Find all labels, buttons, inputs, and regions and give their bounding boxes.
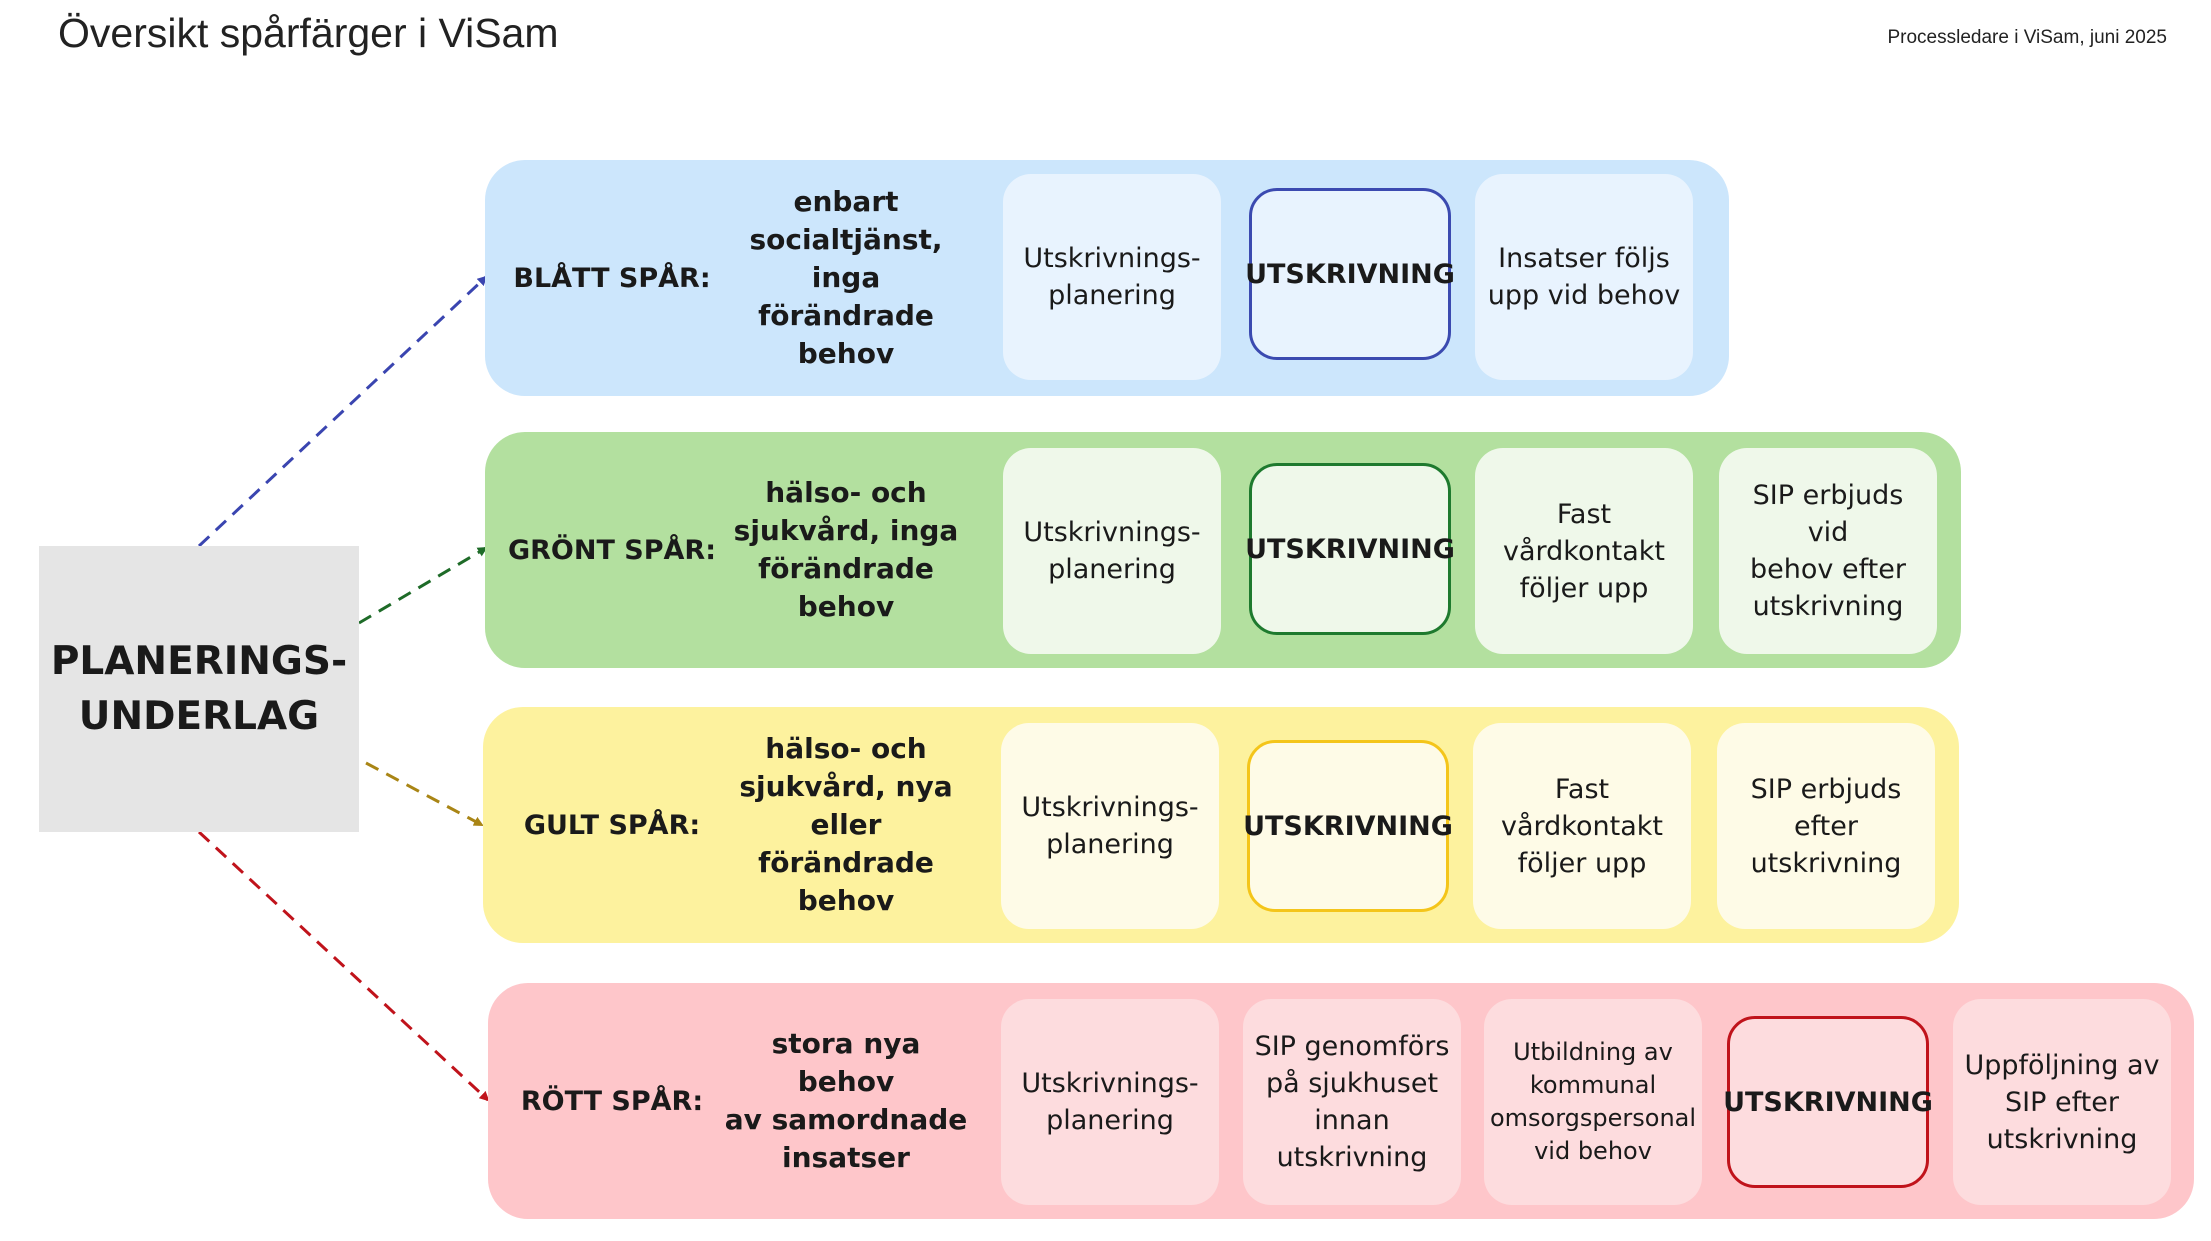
process-step-card: Insatser följs upp vid behov [1475, 174, 1693, 380]
track-yellow-label: GULT SPÅR: [523, 809, 701, 841]
step-text-line: Utskrivnings- [1021, 792, 1199, 823]
process-step-card: Uppföljning av SIP efter utskrivning [1953, 999, 2171, 1205]
step-text-line: SIP efter [2005, 1086, 2119, 1118]
description-line: stora nya behov [771, 1027, 921, 1098]
process-step-card: Utskrivnings-planering [1003, 448, 1221, 654]
discharge-step-card: UTSKRIVNING [1245, 188, 1455, 360]
step-text-line: efter [1794, 810, 1858, 842]
step-text-line: Utskrivnings- [1023, 517, 1201, 548]
discharge-step-card: UTSKRIVNING [1723, 1016, 1933, 1188]
step-text-line: UTSKRIVNING [1723, 1086, 1933, 1118]
process-step-card: SIP genomförs på sjukhuset innan utskrivnin… [1243, 999, 1461, 1205]
step-text-line: Utskrivnings- [1021, 1068, 1199, 1099]
step-text-line: utskrivning [1276, 1142, 1428, 1173]
step-text-line: upp vid behov [1487, 280, 1681, 311]
step-text-line: Utskrivnings- [1023, 243, 1201, 274]
step-text-line: UTSKRIVNING [1245, 258, 1455, 290]
description-line: behov [797, 337, 895, 370]
step-text-line: UTSKRIVNING [1245, 533, 1455, 565]
track-yellow-description: hälso- och sjukvård, nya eller förändrade be… [721, 707, 971, 943]
step-text-line: planering [1046, 829, 1174, 860]
planning-basis-box: PLANERINGS- UNDERLAG [39, 546, 359, 832]
step-text-line: innan [1314, 1105, 1390, 1136]
step-text-line: Fast [1554, 773, 1610, 805]
planning-basis-line-2: UNDERLAG [78, 694, 320, 739]
track-red-description: stora nya behov av samordnade insatser [721, 983, 971, 1219]
discharge-step-card: UTSKRIVNING [1243, 740, 1453, 912]
step-text-line: planering [1048, 554, 1176, 585]
step-text-line: SIP genomförs [1254, 1031, 1450, 1062]
description-line: förändrade [758, 846, 934, 879]
step-text-line: planering [1046, 1105, 1174, 1136]
step-text-line: vårdkontakt [1501, 810, 1663, 842]
step-text-line: Uppföljning av [1964, 1049, 2160, 1081]
description-line: hälso- och [765, 476, 927, 509]
step-text-line: vid behov [1534, 1137, 1652, 1165]
arrow-to-blue-track [197, 275, 488, 548]
track-green-label: GRÖNT SPÅR: [507, 534, 717, 566]
step-text-line: följer upp [1517, 847, 1647, 879]
description-line: av samordnade [724, 1103, 968, 1136]
author-note: Processledare i ViSam, juni 2025 [1887, 27, 2167, 48]
description-line: behov [797, 884, 895, 917]
description-line: insatser [782, 1141, 910, 1174]
arrow-to-green-track [358, 546, 488, 625]
step-text-line: omsorgspersonal [1489, 1104, 1697, 1132]
step-text-line: utskrivning [1986, 1123, 2138, 1155]
process-step-card: SIP erbjuds efter utskrivning [1717, 723, 1935, 929]
step-text-line: vårdkontakt [1503, 535, 1665, 567]
track-red-label: RÖTT SPÅR: [520, 1085, 704, 1117]
process-step-card: Fast vårdkontakt följer upp [1473, 723, 1691, 929]
process-step-card: SIP erbjuds vid behov efter utskrivning [1719, 448, 1937, 654]
step-text-line: SIP erbjuds [1750, 773, 1902, 805]
track-green [485, 432, 1961, 668]
arrow-to-yellow-track [365, 761, 484, 827]
step-text-line: behov efter [1750, 554, 1906, 585]
process-step-card: Fast vårdkontakt följer upp [1475, 448, 1693, 654]
process-step-card: Utskrivnings-planering [1003, 174, 1221, 380]
description-line: sjukvård, inga [733, 514, 959, 547]
step-text-line: kommunal [1529, 1071, 1657, 1099]
process-step-card: Utskrivnings-planering [1001, 999, 1219, 1205]
step-text-line: Insatser följs [1498, 243, 1670, 274]
arrow-to-red-track [197, 830, 490, 1102]
description-line: behov [797, 590, 895, 623]
description-line: enbart [793, 185, 899, 218]
planning-basis-line-1: PLANERINGS- [50, 639, 348, 684]
description-line: förändrade [758, 552, 934, 585]
track-blue-description: enbart socialtjänst, inga förändrade behov [721, 160, 971, 396]
process-step-card: Utbildning av kommunal omsorgspersonal vid … [1484, 999, 1702, 1205]
step-text-line: utskrivning [1752, 591, 1904, 622]
step-text-line: Fast [1556, 498, 1612, 530]
description-line: inga förändrade [758, 261, 934, 332]
track-yellow [483, 707, 1959, 943]
step-text-line: UTSKRIVNING [1243, 810, 1453, 842]
step-text-line: följer upp [1519, 572, 1649, 604]
track-green-description: hälso- och sjukvård, inga förändrade behov [721, 432, 971, 668]
step-text-line: utskrivning [1750, 847, 1902, 879]
step-text-line: planering [1048, 280, 1176, 311]
discharge-step-card: UTSKRIVNING [1245, 463, 1455, 635]
step-text-line: SIP erbjuds vid [1752, 480, 1904, 548]
description-line: socialtjänst, [749, 223, 943, 256]
process-step-card: Utskrivnings-planering [1001, 723, 1219, 929]
description-line: sjukvård, nya [739, 770, 953, 803]
track-blue-label: BLÅTT SPÅR: [513, 262, 711, 294]
description-line: hälso- och [765, 732, 927, 765]
step-text-line: på sjukhuset [1265, 1068, 1439, 1099]
step-text-line: Utbildning av [1513, 1038, 1673, 1066]
page-title: Översikt spårfärger i ViSam [58, 10, 559, 56]
description-line: eller [810, 808, 882, 841]
